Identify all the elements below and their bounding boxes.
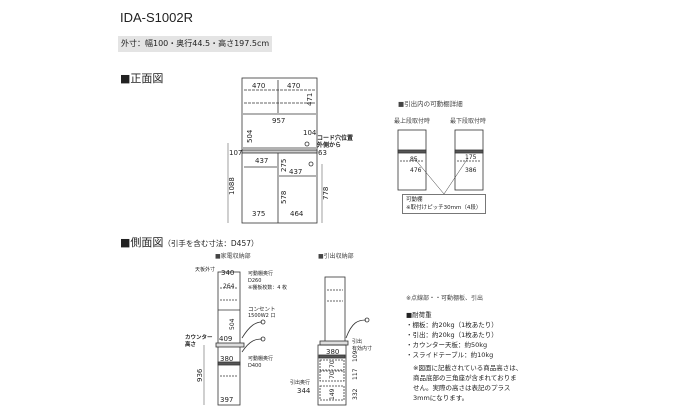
- front-dimension-labels: 470 470 957 104 コード穴位置 外側から 63 107 437 4…: [228, 82, 353, 218]
- lower-shelf-label: 可動棚奥行: [248, 355, 273, 362]
- dim-470: 470: [287, 82, 300, 90]
- shelf-note-2: ※取付けピッチ30mm（4段）: [406, 205, 482, 211]
- dim-149: 149: [329, 388, 336, 400]
- dim-386: 386: [465, 167, 477, 174]
- dim-264: 264: [223, 283, 235, 290]
- counter-height-label: カウンター: [185, 333, 213, 341]
- dim-107: 107: [229, 149, 242, 157]
- load-list: ・棚板：約20kg（1枚あたり） ・引出：約20kg（1枚あたり） ・カウンター…: [406, 320, 498, 360]
- dotted-note: ※点線部・・可動棚板、引出: [406, 295, 484, 302]
- dim-70: 70: [329, 360, 336, 368]
- front-view-heading: ■正面図: [120, 72, 164, 85]
- bottom-mount-label: 最下段取付時: [450, 118, 487, 125]
- load-heading: ■耐荷重: [406, 311, 432, 319]
- dim-1088: 1088: [228, 177, 236, 195]
- side-heading-note: （引手を含む寸法：D457）: [163, 239, 259, 248]
- dim-437: 437: [255, 157, 268, 165]
- dim-470: 470: [252, 82, 265, 90]
- footnote-line: ※図面に記載されている商品高さは、: [413, 364, 523, 372]
- load-item: ・スライドテーブル：約10kg: [406, 351, 494, 359]
- dim-471: 471: [306, 93, 314, 106]
- dim-375: 375: [252, 210, 265, 218]
- product-code: IDA-S1002R: [120, 10, 193, 25]
- drawer-inner-label: 引出: [352, 338, 362, 345]
- cord-hole-label: コード穴位置: [317, 134, 353, 142]
- dim-63: 63: [318, 149, 327, 157]
- drawer-side-drawing: [317, 276, 370, 406]
- load-item: ・カウンター天板：約50kg: [406, 341, 488, 349]
- dim-504: 504: [246, 129, 254, 143]
- footnote-line: 商品底部の三角座が含まれておりま: [413, 374, 517, 382]
- dim-175: 175: [465, 154, 477, 161]
- dim-380: 380: [326, 348, 339, 356]
- shelf-note-1: 可動棚: [406, 197, 423, 203]
- load-item: ・棚板：約20kg（1枚あたり）: [406, 321, 498, 329]
- drawer-storage-heading: ■引出収納部: [318, 253, 354, 260]
- dim-437: 437: [289, 168, 302, 176]
- dim-d400: D400: [248, 363, 261, 369]
- dim-344: 344: [297, 387, 311, 395]
- dim-70: 70: [329, 371, 336, 379]
- top-outer-label: 天板外寸: [195, 266, 215, 273]
- drawer-inner-label-2: 有効内寸: [352, 345, 372, 352]
- footnote-line: せん。実際の高さは表記のプラス: [413, 384, 511, 392]
- side-heading-text: ■側面図: [120, 236, 164, 249]
- dim-104: 104: [303, 129, 317, 137]
- front-view-drawing: [227, 77, 323, 224]
- footnote-line: 3mmになります。: [413, 394, 469, 402]
- dim-476: 476: [410, 167, 422, 174]
- dim-936: 936: [196, 368, 204, 382]
- dim-380: 380: [220, 355, 233, 363]
- dim-d260: D260: [248, 278, 261, 284]
- dim-109: 109: [352, 350, 359, 362]
- dim-957: 957: [272, 117, 285, 125]
- counter-height-label-2: 高さ: [185, 340, 196, 348]
- top-mount-label: 最上段取付時: [394, 118, 431, 125]
- outer-dimensions: 外寸：幅100・奥行44.5・高さ197.5cm: [118, 36, 272, 52]
- appliance-side-drawing: [203, 271, 266, 406]
- shelf-count: ※棚板枚数：4 枚: [248, 284, 287, 291]
- dim-504: 504: [229, 318, 236, 330]
- dim-409: 409: [219, 335, 232, 343]
- dim-464: 464: [290, 210, 304, 218]
- appliance-heading: ■家電収納部: [215, 253, 251, 260]
- drawer-detail-drawing: [397, 129, 484, 195]
- shelf-depth-label: 可動棚奥行: [248, 270, 273, 277]
- drawer-detail-labels: 85 476 175 386: [410, 154, 477, 174]
- dim-340: 340: [221, 269, 234, 277]
- dim-778: 778: [322, 187, 330, 200]
- dim-578: 578: [280, 191, 288, 204]
- appliance-labels: 天板外寸 340 264 可動棚奥行 D260 ※棚板枚数：4 枚 コンセント …: [185, 266, 287, 404]
- dim-397: 397: [220, 396, 233, 404]
- side-view-heading: ■側面図（引手を含む寸法：D457）: [120, 234, 259, 250]
- drawer-depth-label: 引出奥行: [290, 379, 310, 386]
- dim-332: 332: [352, 388, 359, 400]
- footnote: ※図面に記載されている商品高さは、 商品底部の三角座が含まれておりま せん。実際…: [413, 363, 522, 403]
- drawer-detail-heading: ■引出内の可動棚詳細: [398, 100, 463, 108]
- load-item: ・引出：約20kg（1枚あたり）: [406, 331, 498, 339]
- dim-85: 85: [410, 156, 418, 163]
- cord-hole-label-2: 外側から: [316, 141, 341, 149]
- dim-117: 117: [352, 368, 359, 380]
- shelf-note-box: 可動棚 ※取付けピッチ30mm（4段）: [402, 194, 486, 214]
- dim-275: 275: [280, 159, 288, 172]
- outlet-spec: 1500W2 口: [248, 313, 275, 319]
- outlet-label: コンセント: [248, 306, 276, 313]
- drawer-side-labels: 380 引出 有効内寸 70 70 149 109 117 332 引出奥行 3…: [290, 338, 372, 400]
